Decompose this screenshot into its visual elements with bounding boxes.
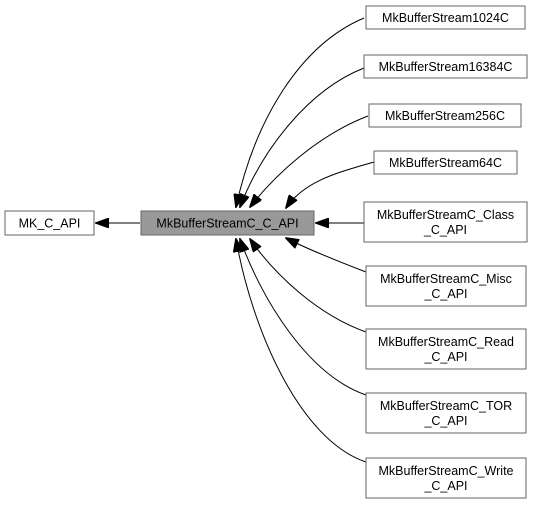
node-mkbufferstream64c[interactable]: MkBufferStream64C bbox=[373, 150, 518, 175]
edge-256c-to-current bbox=[250, 115, 369, 207]
node-mkbufferstreamc-read-c-api-label: MkBufferStreamC_Read bbox=[378, 335, 514, 349]
edge-16384c-to-current bbox=[240, 67, 365, 207]
node-mkbufferstreamc-c-api: MkBufferStreamC_C_API bbox=[140, 210, 315, 236]
node-mkbufferstreamc-misc-c-api-label: _C_API bbox=[423, 287, 467, 301]
node-mkbufferstream16384c[interactable]: MkBufferStream16384C bbox=[363, 54, 528, 79]
edge-tor-to-current bbox=[240, 239, 367, 396]
node-mkbufferstreamc-class-c-api[interactable]: MkBufferStreamC_Class_C_API bbox=[363, 201, 528, 243]
node-mkbufferstreamc-c-api-label: MkBufferStreamC_C_API bbox=[156, 217, 298, 231]
edge-write-to-current bbox=[236, 239, 367, 463]
node-mkbufferstreamc-write-c-api-label: _C_API bbox=[423, 479, 467, 493]
node-mkbufferstreamc-write-c-api[interactable]: MkBufferStreamC_Write_C_API bbox=[365, 457, 527, 499]
node-mkbufferstream64c-label: MkBufferStream64C bbox=[389, 156, 502, 170]
node-mk-c-api-label: MK_C_API bbox=[19, 217, 81, 231]
node-mkbufferstreamc-class-c-api-label: _C_API bbox=[423, 223, 467, 237]
edge-64c-to-current bbox=[286, 161, 375, 208]
child-nodes-layer: MkBufferStream1024C MkBufferStream16384C M… bbox=[363, 5, 528, 499]
node-mkbufferstreamc-misc-c-api-label: MkBufferStreamC_Misc bbox=[380, 272, 512, 286]
node-mkbufferstreamc-tor-c-api-label: MkBufferStreamC_TOR bbox=[380, 399, 512, 413]
node-mkbufferstream256c[interactable]: MkBufferStream256C bbox=[368, 103, 522, 128]
node-mk-c-api[interactable]: MK_C_API bbox=[4, 210, 95, 236]
node-mkbufferstreamc-read-c-api[interactable]: MkBufferStreamC_Read_C_API bbox=[365, 328, 527, 370]
edge-read-to-current bbox=[250, 239, 367, 333]
node-mkbufferstream16384c-label: MkBufferStream16384C bbox=[379, 60, 513, 74]
node-mkbufferstream1024c-label: MkBufferStream1024C bbox=[382, 11, 509, 25]
node-mkbufferstreamc-tor-c-api-label: _C_API bbox=[423, 414, 467, 428]
node-mkbufferstreamc-write-c-api-label: MkBufferStreamC_Write bbox=[379, 464, 514, 478]
node-mkbufferstreamc-class-c-api-label: MkBufferStreamC_Class bbox=[377, 208, 514, 222]
node-mkbufferstreamc-misc-c-api[interactable]: MkBufferStreamC_Misc_C_API bbox=[365, 265, 527, 307]
node-mkbufferstream256c-label: MkBufferStream256C bbox=[385, 109, 505, 123]
edge-1024c-to-current bbox=[236, 17, 365, 207]
node-mkbufferstreamc-read-c-api-label: _C_API bbox=[423, 350, 467, 364]
node-mkbufferstreamc-tor-c-api[interactable]: MkBufferStreamC_TOR_C_API bbox=[365, 392, 527, 434]
node-mkbufferstream1024c[interactable]: MkBufferStream1024C bbox=[365, 5, 526, 30]
edge-misc-to-current bbox=[286, 238, 367, 273]
edges-layer bbox=[96, 17, 375, 463]
